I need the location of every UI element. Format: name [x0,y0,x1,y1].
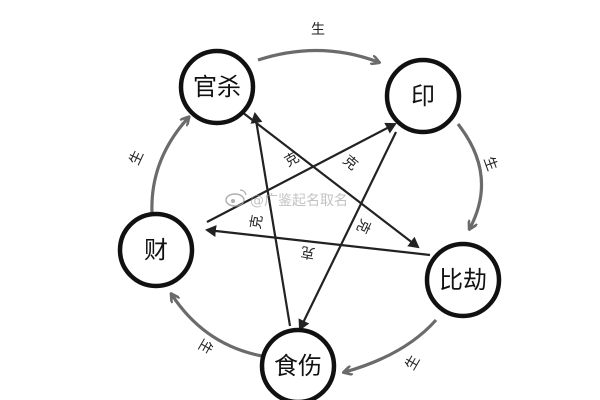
ke-label-cai-to-yin: 克 [282,150,302,171]
node-yin-label: 印 [411,82,435,110]
ke-label-yin-to-shishang: 克 [353,216,373,235]
node-shishang-circle [259,327,337,400]
sheng-label-bottom-right: 生 [403,353,424,373]
sheng-label-left: 生 [127,148,147,167]
ke-label-guansha-to-bijie: 克 [339,152,360,173]
node-guansha: 官杀 [178,48,256,126]
sheng-arrow-yin-to-bijie [456,123,484,228]
node-shishang: 食伤 [259,327,337,400]
ke-label-bijie-to-cai: 克 [300,243,317,261]
node-cai: 财 [117,211,195,289]
watermark: @广鉴起名取名 [225,189,348,209]
sheng-arrow-shishang-to-cai [172,295,263,358]
node-guansha-label: 官杀 [193,73,241,101]
sheng-arrow-bijie-to-shishang [345,318,438,372]
node-guansha-circle [178,48,256,126]
sheng-arrow-guansha-to-yin [257,48,378,62]
watermark-text: @广鉴起名取名 [250,193,348,209]
ke-arrow-shishang-to-guansha [250,112,292,327]
sheng-arrow-cai-to-guansha [150,118,188,214]
ke-arrow-yin-to-shishang [298,131,397,331]
node-bijie-circle [424,241,502,319]
sheng-label-top: 生 [311,22,325,38]
ke-label-shishang-to-guansha: 克 [248,214,266,231]
ke-arrow-bijie-to-cai [205,225,431,257]
node-yin: 印 [384,57,462,135]
sheng-label-right: 生 [480,155,500,174]
weibo-icon [225,189,247,207]
node-cai-label: 财 [144,236,168,264]
node-bijie-label: 比劫 [439,266,487,294]
ke-arrow-guansha-to-bijie [241,111,420,249]
node-shishang-label: 食伤 [274,352,322,380]
node-yin-circle [384,57,462,135]
node-cai-circle [117,211,195,289]
node-bijie: 比劫 [424,241,502,319]
sheng-label-bottom-left: 生 [195,336,216,356]
